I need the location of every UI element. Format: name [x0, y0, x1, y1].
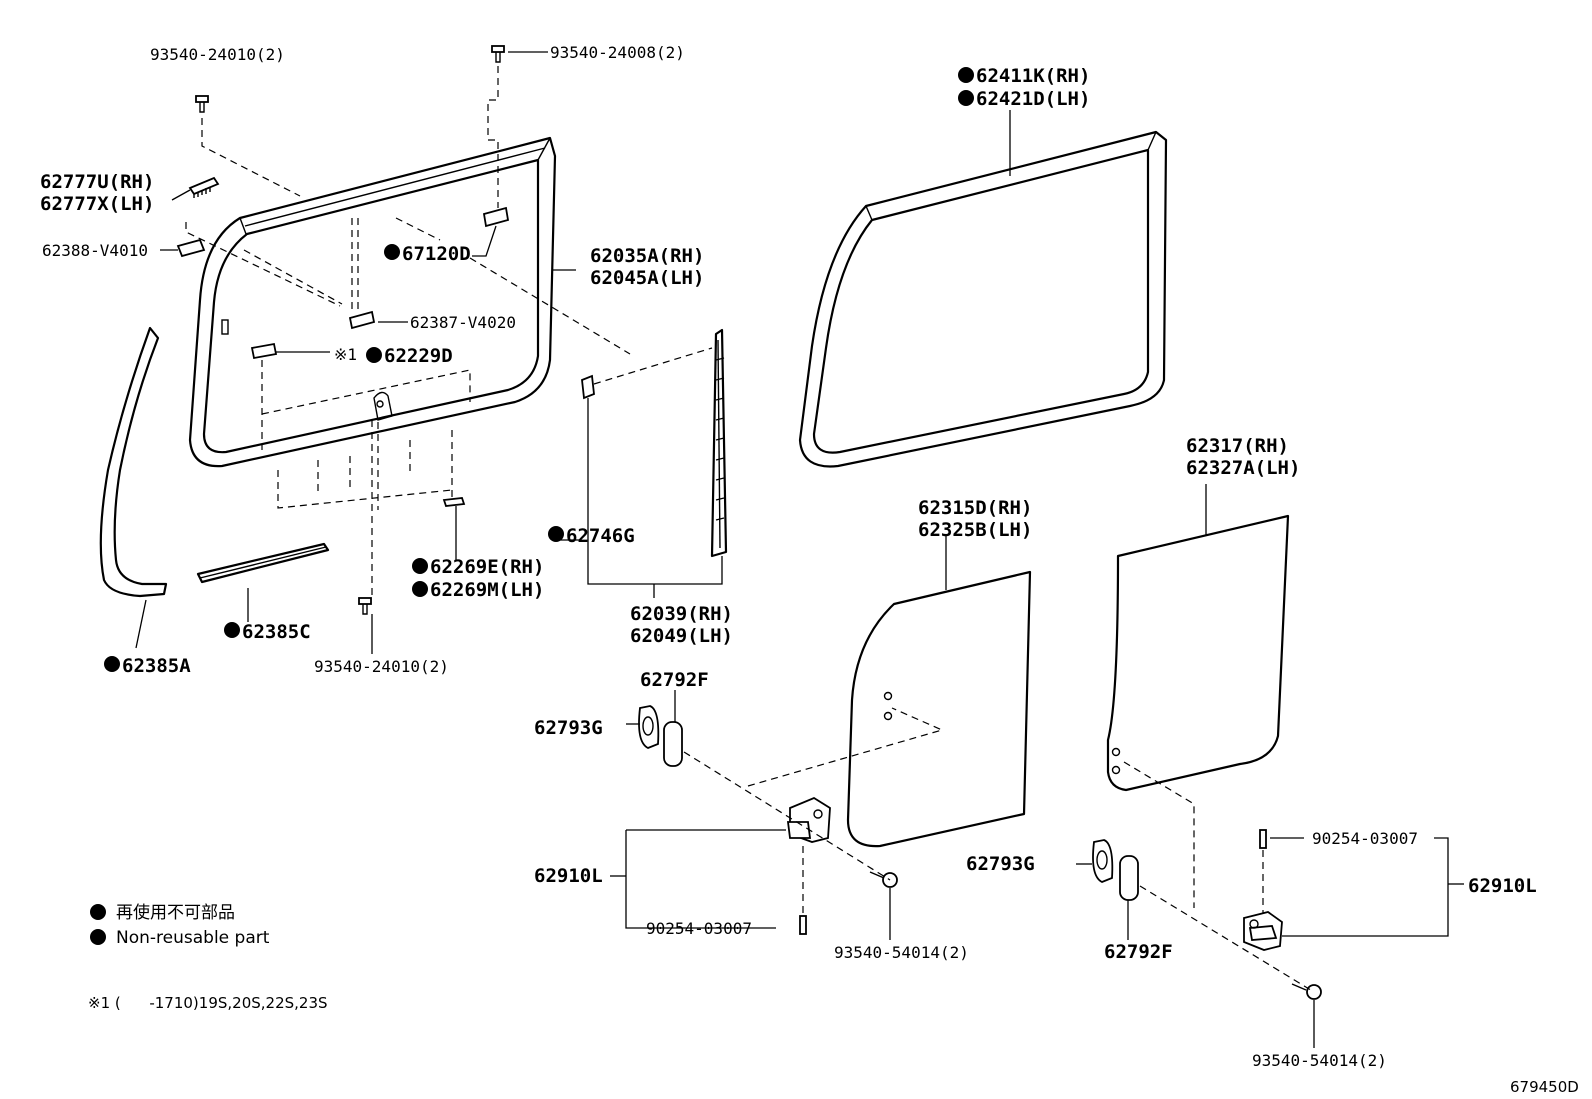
spacer-left-icon — [663, 721, 683, 767]
pin-right-icon — [1259, 829, 1267, 849]
non-reusable-icon — [958, 67, 974, 83]
footnote: ※1 ( -1710)19S,20S,22S,23S — [88, 994, 328, 1012]
legend-en: Non-reusable part — [116, 928, 270, 948]
non-reusable-icon — [412, 558, 428, 574]
glass-rear-62317 — [1106, 514, 1290, 792]
non-reusable-icon — [412, 581, 428, 597]
leader-lines — [135, 51, 1207, 654]
label-pad-lh: 62269M(LH) — [430, 579, 544, 601]
hinge-left-icon — [786, 796, 831, 843]
label-clip-62388: 62388-V4010 — [42, 241, 148, 260]
non-reusable-icon — [366, 347, 382, 363]
clip-62777-icon — [188, 176, 220, 198]
screw-top-right-icon — [491, 45, 505, 63]
non-reusable-icon — [958, 90, 974, 106]
glass-front-62315d — [846, 570, 1032, 848]
moulding-62385a — [99, 326, 168, 598]
label-seal-rh: 62411K(RH) — [976, 65, 1090, 87]
label-cushion-right: 62793G — [966, 853, 1035, 875]
weatherstrip-62411k — [798, 130, 1168, 468]
screw-top-left-icon — [195, 95, 209, 113]
moulding-62385c — [196, 542, 330, 584]
assembly-line-hinge-left — [683, 751, 891, 881]
label-clip-rh: 62777U(RH) — [40, 171, 154, 193]
non-reusable-icon — [384, 244, 400, 260]
spacer-right-icon — [1119, 855, 1139, 901]
label-glass-front-rh: 62315D(RH) — [918, 497, 1032, 519]
clip-67120-icon — [482, 206, 510, 228]
label-spacer-left: 62792F — [640, 669, 709, 691]
label-frame-rh: 62035A(RH) — [590, 245, 704, 267]
label-screw-bottom: 93540-24010(2) — [314, 657, 449, 676]
clip-62387-icon — [348, 310, 376, 330]
quarter-window-frame — [188, 136, 557, 468]
cushion-right-icon — [1092, 839, 1114, 883]
non-reusable-icon — [548, 526, 564, 542]
legend-jp: 再使用不可部品 — [116, 902, 235, 923]
hinge-right-icon — [1243, 911, 1283, 951]
pad-62269-icon — [442, 497, 466, 507]
label-clip-62387: 62387-V4020 — [410, 313, 516, 332]
label-run-lh: 62049(LH) — [630, 625, 733, 647]
assembly-line-channel — [593, 347, 713, 385]
clip-62388-icon — [176, 238, 206, 258]
label-note-mark: ※1 — [334, 345, 357, 364]
label-channel-62746: 62746G — [566, 525, 635, 547]
legend-non-reusable-icon — [90, 904, 106, 920]
leader-62039 — [587, 398, 723, 585]
label-screw-top-left: 93540-24010(2) — [150, 45, 285, 64]
non-reusable-icon — [104, 656, 120, 672]
assembly-line-hinge-right — [1139, 885, 1315, 993]
label-screw-top-right: 93540-24008(2) — [550, 43, 685, 62]
label-clip-62229: 62229D — [384, 345, 453, 367]
glass-run-channel — [710, 328, 728, 558]
channel-62746g-icon — [581, 374, 595, 400]
pin-left-icon — [799, 915, 807, 935]
cushion-left-icon — [638, 705, 660, 749]
label-spacer-right: 62792F — [1104, 941, 1173, 963]
legend-non-reusable-icon — [90, 929, 106, 945]
clip-62229-icon — [250, 342, 278, 360]
label-hinge-right: 62910L — [1468, 875, 1537, 897]
screw-bottom-icon — [358, 597, 372, 615]
label-clip-lh: 62777X(LH) — [40, 193, 154, 215]
label-moulding-62385a: 62385A — [122, 655, 191, 677]
assembly-lines-left — [185, 66, 631, 598]
non-reusable-icon — [224, 622, 240, 638]
screw-right-icon — [1291, 983, 1322, 1000]
label-run-rh: 62039(RH) — [630, 603, 733, 625]
screw-left-icon — [869, 871, 898, 888]
label-glass-rear-rh: 62317(RH) — [1186, 435, 1289, 457]
label-pad-rh: 62269E(RH) — [430, 556, 544, 578]
label-cushion-left: 62793G — [534, 717, 603, 739]
diagram-id: 679450D — [1510, 1078, 1579, 1096]
label-glass-rear-lh: 62327A(LH) — [1186, 457, 1300, 479]
label-moulding-62385c: 62385C — [242, 621, 311, 643]
label-seal-lh: 62421D(LH) — [976, 88, 1090, 110]
label-hinge-left: 62910L — [534, 865, 603, 887]
label-pin-left: 90254-03007 — [646, 919, 752, 938]
label-screw-left: 93540-54014(2) — [834, 943, 969, 962]
label-pin-right: 90254-03007 — [1312, 829, 1418, 848]
label-screw-right: 93540-54014(2) — [1252, 1051, 1387, 1070]
label-glass-front-lh: 62325B(LH) — [918, 519, 1032, 541]
label-frame-lh: 62045A(LH) — [590, 267, 704, 289]
label-clip-67120: 67120D — [402, 243, 471, 265]
